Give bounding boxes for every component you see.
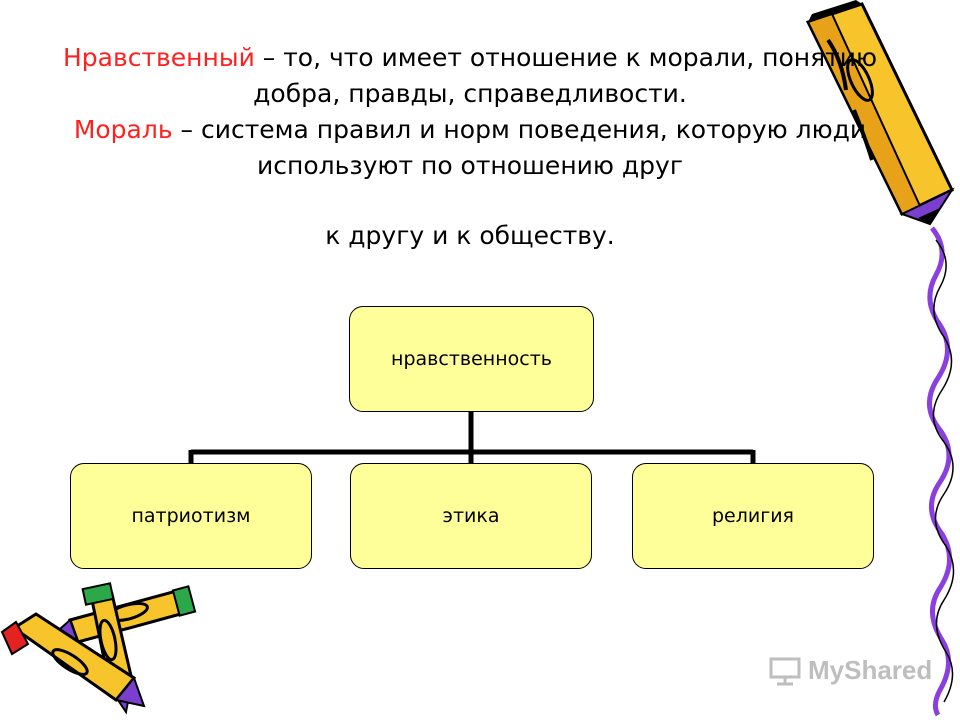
pencil-icon: [0, 612, 146, 708]
definition-morality-noun: Мораль – система правил и норм поведения…: [60, 112, 880, 184]
watermark-text: MyShared: [808, 655, 933, 685]
definition-moral: – система правил и норм поведения, котор…: [172, 115, 867, 180]
watermark: MyShared: [768, 655, 932, 686]
definition-morality-adjective: Нравственный – то, что имеет отношение к…: [60, 40, 880, 112]
presentation-screen-icon: [769, 657, 801, 685]
definition-nravstvenny: – то, что имеет отношение к морали, поня…: [253, 43, 877, 108]
definition-text: Нравственный – то, что имеет отношение к…: [60, 40, 880, 254]
node-child: патриотизм: [70, 463, 312, 569]
node-child: этика: [350, 463, 592, 569]
pencil-icon: [805, 0, 955, 226]
node-child: религия: [632, 463, 874, 569]
term-nravstvenny: Нравственный: [63, 43, 255, 72]
node-root: нравственность: [349, 306, 594, 412]
term-moral: Мораль: [73, 115, 173, 144]
definition-moral-continuation: к другу и к обществу.: [325, 221, 615, 250]
